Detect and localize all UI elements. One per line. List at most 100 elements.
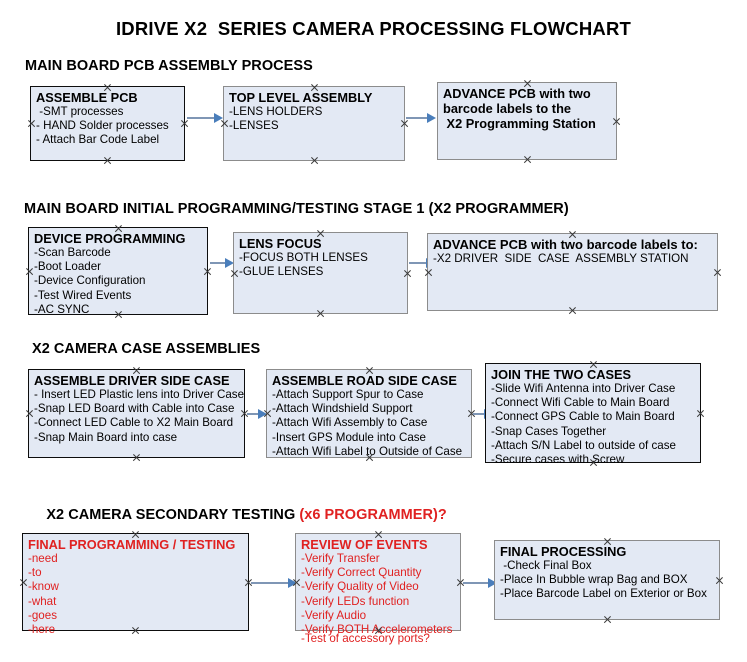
node-title: FINAL PROCESSING — [500, 544, 627, 559]
node-line: - HAND Solder processes — [36, 119, 169, 133]
resize-handle-bottom[interactable] — [365, 453, 374, 462]
node-advance-pcb-to-x2-programming-station[interactable]: ADVANCE PCB with two barcode labels to t… — [437, 82, 617, 160]
resize-handle-top[interactable] — [365, 366, 374, 375]
node-line: -what — [28, 594, 57, 608]
resize-handle-bottom[interactable] — [603, 615, 612, 624]
resize-handle-bottom[interactable] — [374, 626, 383, 635]
node-line: -Test Wired Events — [34, 288, 132, 302]
resize-handle-right[interactable] — [696, 409, 705, 418]
node-line: -Place In Bubble wrap Bag and BOX — [500, 573, 688, 587]
node-line: -Attach Support Spur to Case — [272, 388, 424, 401]
node-line: barcode labels to the — [443, 101, 572, 116]
node-line: -GLUE LENSES — [239, 265, 324, 279]
node-line: - Insert LED Plastic lens into Driver Ca… — [34, 388, 245, 401]
node-title: TOP LEVEL ASSEMBLY — [229, 90, 373, 105]
node-top-level-assembly[interactable]: TOP LEVEL ASSEMBLY -LENS HOLDERS -LENSES — [223, 86, 405, 161]
section-heading-main-board-pcb-assembly-process: MAIN BOARD PCB ASSEMBLY PROCESS — [25, 58, 313, 74]
resize-handle-top[interactable] — [603, 537, 612, 546]
node-line: -Snap Cases Together — [491, 424, 607, 438]
node-line: -Boot Loader — [34, 260, 102, 274]
node-line: -Insert GPS Module into Case — [272, 430, 427, 444]
resize-handle-bottom[interactable] — [131, 626, 140, 635]
node-title: DEVICE PROGRAMMING — [34, 231, 186, 246]
section-heading-accent: (x6 PROGRAMMER)? — [299, 507, 447, 523]
node-line: -X2 DRIVER SIDE CASE ASSEMBLY STATION — [433, 252, 689, 265]
node-title: ASSEMBLE ROAD SIDE CASE — [272, 373, 457, 388]
connector-shaft — [406, 117, 428, 119]
resize-handle-top[interactable] — [568, 230, 577, 239]
node-line: -Place Barcode Label on Exterior or Box — [500, 587, 707, 601]
connector-shaft — [187, 117, 215, 119]
node-title: FINAL PROGRAMMING / TESTING — [28, 537, 236, 552]
connector-shaft — [409, 262, 427, 264]
node-line: - Attach Bar Code Label — [36, 133, 160, 147]
resize-handle-top[interactable] — [523, 79, 532, 88]
resize-handle-bottom[interactable] — [310, 156, 319, 165]
node-line: -Verify LEDs function — [301, 594, 410, 608]
resize-handle-top[interactable] — [316, 229, 325, 238]
resize-handle-top[interactable] — [103, 83, 112, 92]
resize-handle-left[interactable] — [19, 578, 28, 587]
node-line: -need — [28, 552, 58, 565]
resize-handle-top[interactable] — [374, 530, 383, 539]
connector-top-level-assembly-to-advance-pcb — [406, 113, 436, 123]
resize-handle-bottom[interactable] — [589, 458, 598, 467]
resize-handle-left[interactable] — [292, 578, 301, 587]
node-review-of-events[interactable]: REVIEW OF EVENTS -Verify Transfer -Verif… — [292, 530, 461, 645]
resize-handle-left[interactable] — [25, 409, 34, 418]
node-lens-focus[interactable]: LENS FOCUS -FOCUS BOTH LENSES -GLUE LENS… — [233, 232, 408, 314]
node-line: -Snap Main Board into case — [34, 430, 178, 444]
resize-handle-left[interactable] — [27, 119, 36, 128]
resize-handle-top[interactable] — [114, 224, 123, 233]
node-final-programming-testing[interactable]: FINAL PROGRAMMING / TESTING -need -to -k… — [19, 530, 249, 636]
node-title: ADVANCE PCB with two barcode labels to: — [433, 237, 698, 252]
resize-handle-bottom[interactable] — [103, 156, 112, 165]
node-assemble-pcb[interactable]: ASSEMBLE PCB -SMT processes - HAND Solde… — [30, 86, 185, 161]
resize-handle-right[interactable] — [715, 576, 724, 585]
node-line: -AC SYNC — [34, 302, 90, 316]
node-assemble-driver-side-case[interactable]: ASSEMBLE DRIVER SIDE CASE - Insert LED P… — [28, 369, 245, 458]
connector-device-programming-to-lens-focus — [210, 258, 234, 268]
node-line: -Verify Correct Quantity — [301, 566, 422, 580]
resize-handle-right[interactable] — [713, 268, 722, 277]
resize-handle-bottom[interactable] — [132, 453, 141, 462]
node-advance-pcb-to-driver-side-case-station[interactable]: ADVANCE PCB with two barcode labels to: … — [427, 233, 718, 311]
node-title: JOIN THE TWO CASES — [491, 367, 632, 382]
resize-handle-top[interactable] — [310, 83, 319, 92]
node-line: -Connect LED Cable to X2 Main Board — [34, 416, 234, 430]
node-join-the-two-cases[interactable]: JOIN THE TWO CASES -Slide Wifi Antenna i… — [485, 360, 701, 466]
node-line: -Verify Quality of Video — [301, 580, 419, 594]
connector-assemble-pcb-to-top-level-assembly — [187, 113, 223, 123]
node-assemble-road-side-case[interactable]: ASSEMBLE ROAD SIDE CASE -Attach Support … — [266, 369, 472, 458]
node-line: -LENSES — [229, 119, 279, 133]
node-title: REVIEW OF EVENTS — [301, 537, 428, 552]
node-final-processing[interactable]: FINAL PROCESSING -Check Final Box -Place… — [494, 540, 720, 620]
resize-handle-left[interactable] — [220, 119, 229, 128]
resize-handle-left[interactable] — [263, 409, 272, 418]
resize-handle-bottom[interactable] — [114, 310, 123, 319]
section-heading-x2-camera-secondary-testing: X2 CAMERA SECONDARY TESTING (x6 PROGRAMM… — [30, 491, 447, 539]
resize-handle-bottom[interactable] — [316, 309, 325, 318]
resize-handle-right[interactable] — [612, 117, 621, 126]
connector-review-of-events-to-final-processing — [463, 578, 497, 588]
node-overflow-line: -Test of accessory ports? — [301, 632, 430, 645]
node-line: -Device Configuration — [34, 274, 146, 288]
resize-handle-bottom[interactable] — [523, 155, 532, 164]
node-line: -FOCUS BOTH LENSES — [239, 251, 368, 264]
resize-handle-right[interactable] — [403, 269, 412, 278]
resize-handle-bottom[interactable] — [568, 306, 577, 315]
node-line: -here — [28, 623, 56, 637]
resize-handle-left[interactable] — [230, 269, 239, 278]
node-line: -Attach Windshield Support — [272, 402, 413, 416]
resize-handle-top[interactable] — [132, 366, 141, 375]
node-device-programming[interactable]: DEVICE PROGRAMMING -Scan Barcode -Boot L… — [25, 224, 208, 316]
connector-shaft — [247, 413, 259, 415]
resize-handle-top[interactable] — [589, 360, 598, 369]
node-line: -Attach Wifi Label to Outside of Case — [272, 444, 463, 458]
resize-handle-top[interactable] — [131, 530, 140, 539]
resize-handle-left[interactable] — [25, 267, 34, 276]
arrowhead-icon — [427, 113, 436, 123]
connector-shaft — [473, 413, 485, 415]
resize-handle-left[interactable] — [424, 268, 433, 277]
